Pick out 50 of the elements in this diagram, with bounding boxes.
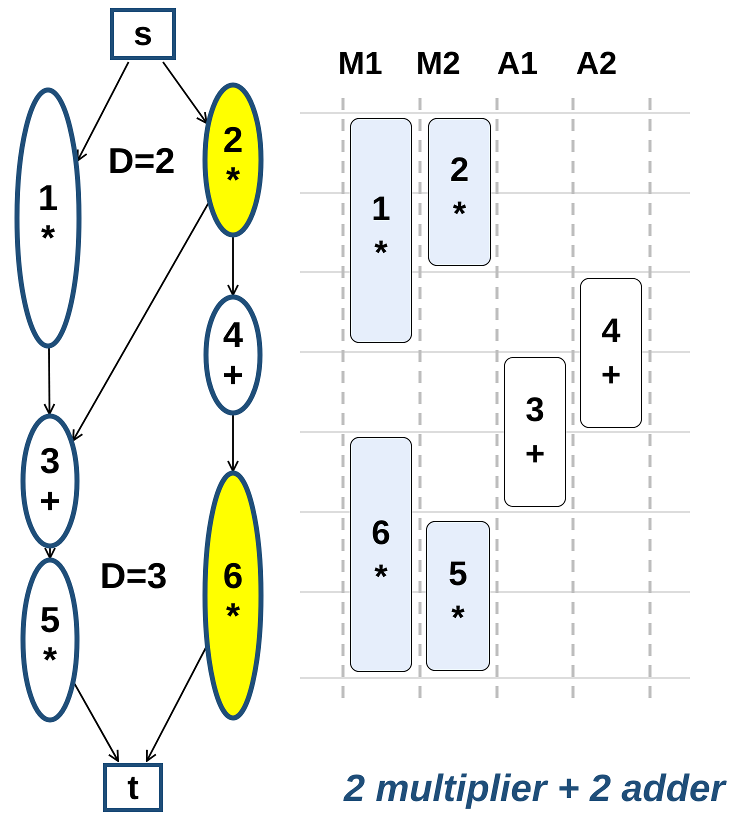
- column-header: M2: [416, 45, 460, 82]
- arrow: [227, 237, 239, 296]
- schedule-block: [350, 437, 412, 672]
- schedule-block: [428, 118, 491, 266]
- schedule-block: [350, 118, 412, 343]
- terminal-label: s: [134, 14, 152, 54]
- delay-label: D=3: [100, 555, 168, 597]
- column-header: A2: [576, 45, 617, 82]
- operation-number: 5: [448, 554, 468, 595]
- delay-label: D=2: [108, 140, 176, 182]
- column-header: A1: [497, 45, 538, 82]
- operator-symbol: +: [601, 355, 621, 396]
- terminal-box: [103, 763, 163, 812]
- operator-symbol: *: [226, 596, 240, 636]
- arrow: [44, 348, 56, 415]
- schedule-block: [504, 357, 566, 507]
- operator-symbol: *: [451, 598, 465, 639]
- operator-symbol: *: [226, 160, 240, 200]
- operator-symbol: *: [374, 556, 388, 598]
- operator-symbol: *: [42, 640, 57, 680]
- operation-number: 1: [38, 178, 58, 218]
- arrow: [44, 547, 56, 559]
- operator-symbol: +: [525, 434, 545, 475]
- operation-number: 4: [602, 311, 620, 352]
- caption: 2 multiplier + 2 adder: [344, 768, 725, 811]
- operation-number: 6: [372, 512, 390, 554]
- column-header: M1: [338, 45, 382, 82]
- operation-number: 1: [372, 188, 390, 230]
- operation-number: 5: [40, 600, 60, 640]
- terminal-box: [110, 8, 176, 60]
- schedule-block: [426, 521, 490, 671]
- operation-number: 3: [526, 390, 544, 431]
- operator-symbol: *: [452, 194, 466, 235]
- arrow: [146, 647, 207, 762]
- arrow: [162, 61, 208, 124]
- operator-symbol: *: [374, 232, 388, 274]
- operation-number: 4: [222, 315, 244, 355]
- arrow: [227, 415, 239, 472]
- operation-number: 3: [40, 441, 60, 481]
- schedule-block: [580, 278, 642, 428]
- arrow: [76, 62, 130, 162]
- operator-symbol: +: [222, 355, 244, 395]
- operator-symbol: *: [40, 218, 55, 258]
- arrow: [74, 683, 119, 762]
- operation-number: 2: [222, 120, 244, 160]
- operation-number: 2: [450, 150, 469, 191]
- operation-number: 6: [222, 556, 244, 596]
- terminal-label: t: [127, 768, 139, 808]
- operator-symbol: +: [39, 481, 61, 521]
- arrow: [72, 203, 210, 442]
